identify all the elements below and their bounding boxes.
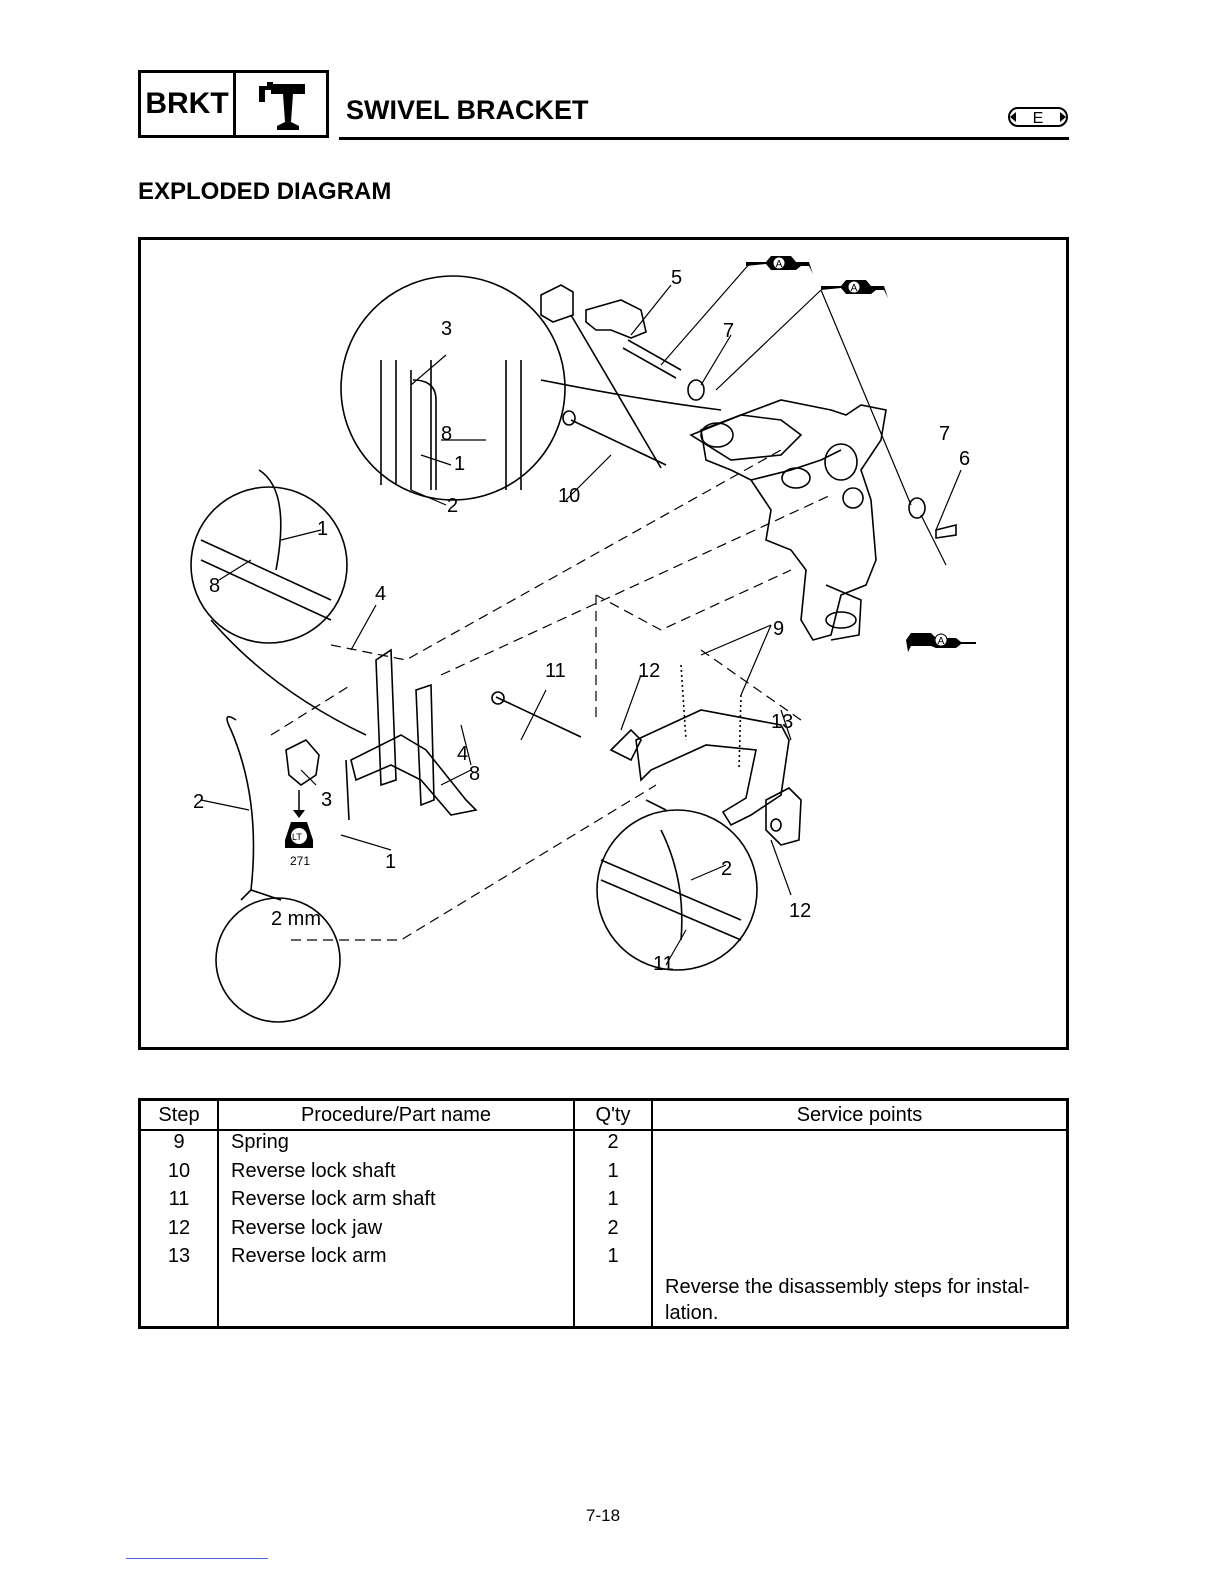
service-cell — [651, 1245, 1069, 1274]
callout-2b: 2 — [193, 791, 204, 813]
grease-label: A — [851, 283, 858, 294]
callout-2a: 2 — [447, 495, 458, 517]
section-code: BRKT — [145, 87, 229, 120]
callout-8a: 8 — [441, 423, 452, 445]
part-name-cell: Reverse lock arm shaft — [217, 1188, 575, 1217]
lt-bottle-icon — [285, 790, 313, 848]
table-row: 9 Spring 2 — [138, 1130, 1069, 1160]
callout-10: 10 — [558, 485, 580, 507]
table-row: 11 Reverse lock arm shaft 1 — [138, 1188, 1069, 1217]
callout-2c: 2 — [721, 858, 732, 880]
footer-rule — [126, 1558, 268, 1559]
step-cell: 9 — [138, 1130, 219, 1160]
qty-cell: 1 — [573, 1245, 653, 1274]
step-cell: 10 — [138, 1159, 219, 1188]
step-cell: 13 — [138, 1245, 219, 1274]
header-service-points: Service points — [651, 1098, 1069, 1131]
table-header-row: Step Procedure/Part name Q'ty Service po… — [138, 1098, 1069, 1131]
step-cell: 11 — [138, 1188, 219, 1217]
callout-6: 6 — [959, 448, 970, 470]
service-note: Reverse the disassembly steps for instal… — [651, 1273, 1069, 1327]
grease-label: A — [776, 259, 783, 270]
qty-cell: 1 — [573, 1188, 653, 1217]
section-icon-box — [236, 70, 329, 138]
callout-3b: 3 — [321, 789, 332, 811]
table-row: 10 Reverse lock shaft 1 — [138, 1159, 1069, 1188]
part-name-cell: Reverse lock arm — [217, 1245, 575, 1274]
callout-8b: 8 — [209, 575, 220, 597]
callout-9: 9 — [773, 618, 784, 640]
section-code-box: BRKT — [138, 70, 236, 138]
qty-cell: 2 — [573, 1216, 653, 1245]
callout-7b: 7 — [939, 423, 950, 445]
callout-1b: 1 — [317, 518, 328, 540]
swivel-bracket-icon — [259, 82, 305, 130]
part-name-cell: Reverse lock shaft — [217, 1159, 575, 1188]
callout-8c: 8 — [469, 763, 480, 785]
callout-11a: 11 — [545, 660, 566, 682]
grease-symbols: A A A — [746, 256, 976, 652]
callout-1c: 1 — [385, 851, 396, 873]
callout-12b: 12 — [789, 900, 811, 922]
exploded-diagram-drawing: AAA 5 7 3 8 1 2 10 1 8 4 7 6 9 11 12 13 … — [190, 256, 976, 1023]
service-cell — [651, 1188, 1069, 1217]
step-cell-empty — [138, 1273, 219, 1327]
parts-table: Step Procedure/Part name Q'ty Service po… — [138, 1098, 1069, 1329]
part-name-cell: Spring — [217, 1130, 575, 1160]
callout-3a: 3 — [441, 318, 452, 340]
qty-cell: 1 — [573, 1159, 653, 1188]
page-number: 7-18 — [586, 1506, 621, 1525]
callout-13: 13 — [771, 711, 793, 733]
language-badge: E — [1008, 106, 1068, 128]
callout-4b: 4 — [457, 743, 468, 765]
lt-label: LT — [292, 832, 302, 842]
clearance-label: 2 mm — [271, 908, 321, 930]
service-cell — [651, 1130, 1069, 1160]
callout-5: 5 — [671, 267, 682, 289]
callout-11b: 11 — [653, 953, 674, 975]
language-badge-label: E — [1033, 110, 1044, 127]
step-cell: 12 — [138, 1216, 219, 1245]
service-cell — [651, 1159, 1069, 1188]
grease-label: A — [938, 636, 945, 647]
subtitle: EXPLODED DIAGRAM — [138, 178, 392, 205]
section-title: SWIVEL BRACKET — [346, 95, 589, 125]
table-row-note: Reverse the disassembly steps for instal… — [138, 1273, 1069, 1327]
callout-4a: 4 — [375, 583, 386, 605]
part-name-cell-empty — [217, 1273, 575, 1327]
header-part-name: Procedure/Part name — [217, 1098, 575, 1131]
header-rule — [339, 137, 1069, 140]
header-step: Step — [138, 1098, 219, 1131]
callout-1a: 1 — [454, 453, 465, 475]
header-qty: Q'ty — [573, 1098, 653, 1131]
service-cell — [651, 1216, 1069, 1245]
table-row: 12 Reverse lock jaw 2 — [138, 1216, 1069, 1245]
lt-value: 271 — [290, 854, 310, 868]
qty-cell-empty — [573, 1273, 653, 1327]
callout-12a: 12 — [638, 660, 660, 682]
qty-cell: 2 — [573, 1130, 653, 1160]
callout-7a: 7 — [723, 320, 734, 342]
table-row: 13 Reverse lock arm 1 — [138, 1245, 1069, 1274]
part-name-cell: Reverse lock jaw — [217, 1216, 575, 1245]
